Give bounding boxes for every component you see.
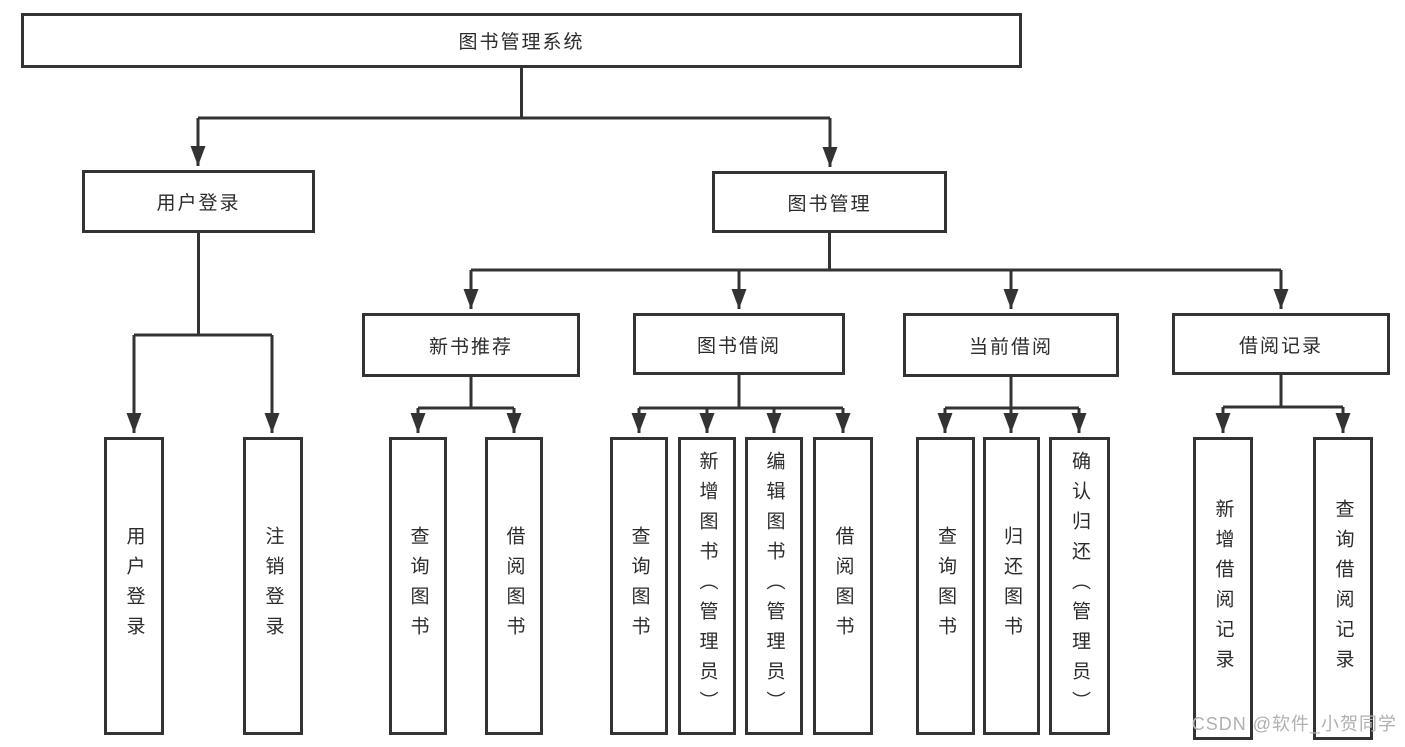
leaf-newbooks-borrow-label: 借阅图书 [503,526,525,646]
node-borrow-records: 借阅记录 [1172,313,1390,375]
leaf-borrow-edit-label: 编辑图书（管理员） [763,451,785,721]
leaf-borrow-borrow: 借阅图书 [813,437,873,735]
leaf-records-query: 查询借阅记录 [1313,437,1373,740]
edge-login-to-leaves [126,233,280,433]
node-current-borrow: 当前借阅 [903,313,1119,377]
edge-root-to-level2 [190,68,838,167]
node-book-borrow: 图书借阅 [633,313,845,375]
leaf-records-add-label: 新增借阅记录 [1212,498,1234,679]
leaf-current-confirm-return: 确认归还（管理员） [1049,437,1110,735]
leaf-user-login: 用户登录 [104,437,164,735]
leaf-current-query: 查询图书 [916,437,975,735]
edge-currentborrow-to-leaves [937,377,1087,433]
node-new-book-recommend: 新书推荐 [362,313,580,377]
node-root: 图书管理系统 [21,13,1022,68]
leaf-current-query-label: 查询图书 [935,526,956,646]
node-book-borrow-label: 图书借阅 [696,335,781,357]
leaf-current-return-label: 归还图书 [1001,526,1022,646]
leaf-borrow-query: 查询图书 [610,437,668,735]
leaf-newbooks-query: 查询图书 [389,437,447,735]
node-root-label: 图书管理系统 [458,32,585,53]
node-user-login-label: 用户登录 [156,193,241,214]
edge-records-to-leaves [1215,375,1351,433]
leaf-logout: 注销登录 [243,437,303,735]
leaf-logout-label: 注销登录 [262,526,284,646]
leaf-records-query-label: 查询借阅记录 [1332,498,1354,679]
edge-newbooks-to-leaves [410,377,522,433]
leaf-borrow-add: 新增图书（管理员） [678,437,736,735]
leaf-newbooks-borrow: 借阅图书 [485,437,543,735]
edge-bookmgmt-to-level3 [463,233,1289,309]
node-current-borrow-label: 当前借阅 [968,336,1053,358]
node-book-management-label: 图书管理 [787,193,872,215]
leaf-borrow-add-label: 新增图书（管理员） [696,451,718,721]
leaf-current-return: 归还图书 [983,437,1040,735]
edge-bookborrow-to-leaves [631,374,851,433]
leaf-newbooks-query-label: 查询图书 [407,526,429,646]
leaf-current-confirm-return-label: 确认归还（管理员） [1069,451,1090,721]
node-new-book-recommend-label: 新书推荐 [428,336,513,358]
node-user-login: 用户登录 [82,170,315,233]
leaf-borrow-edit: 编辑图书（管理员） [745,437,803,735]
node-book-management: 图书管理 [712,171,947,233]
csdn-watermark: CSDN @软件_小贺同学 [1191,714,1397,734]
leaf-user-login-label: 用户登录 [123,526,145,646]
leaf-borrow-borrow-label: 借阅图书 [832,526,854,646]
leaf-records-add: 新增借阅记录 [1193,437,1253,740]
leaf-borrow-query-label: 查询图书 [628,526,650,646]
node-borrow-records-label: 借阅记录 [1238,335,1323,357]
